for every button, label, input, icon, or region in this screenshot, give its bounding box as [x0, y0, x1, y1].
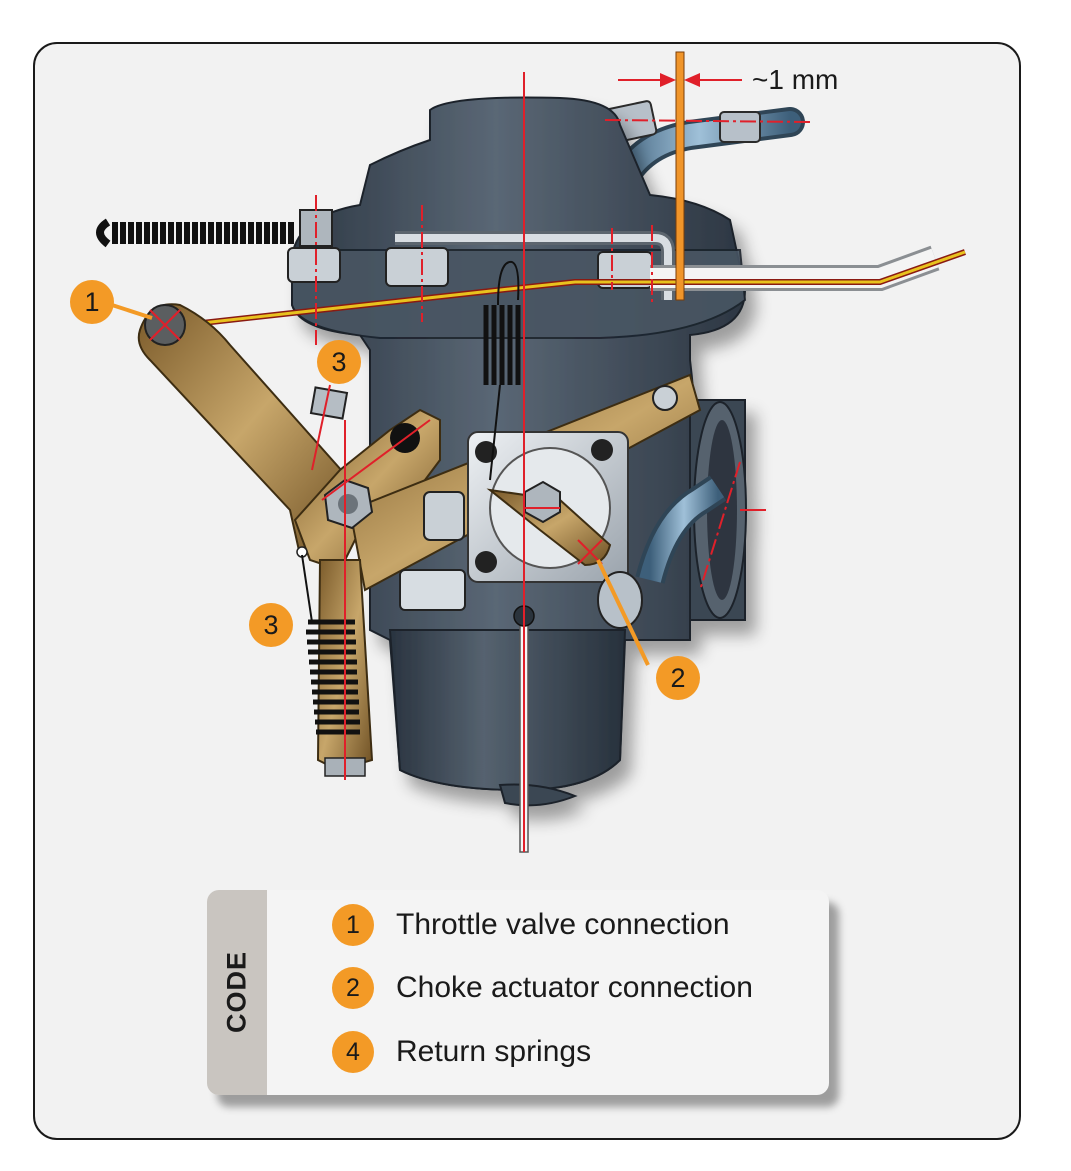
return-spring-lower [301, 554, 360, 735]
callout-1: 1 [70, 280, 114, 324]
legend-item: 2 Choke actuator connection [332, 966, 753, 1010]
legend-box: CODE 1 Throttle valve connection 2 Choke… [207, 890, 829, 1095]
vent-hose [597, 475, 727, 629]
gap-dimension-label: ~1 mm [752, 64, 839, 95]
tension-spring-top [96, 218, 294, 248]
return-spring-center [483, 260, 521, 481]
legend-number-badge: 4 [332, 1031, 374, 1073]
legend-title: CODE [221, 950, 252, 1034]
legend-item-label: Choke actuator connection [396, 971, 753, 1004]
callout-2: 2 [656, 656, 700, 700]
pivot-nut [309, 386, 374, 530]
legend-number-badge: 1 [332, 904, 374, 946]
callout-3-upper: 3 [317, 340, 361, 384]
callout-3-lower: 3 [249, 603, 293, 647]
legend-item: 4 Return springs [332, 1030, 591, 1074]
gap-gauge [618, 51, 742, 301]
legend-item: 1 Throttle valve connection [332, 903, 730, 947]
legend-tab [207, 890, 267, 1095]
control-cable [174, 245, 966, 329]
callout-leaders [111, 303, 650, 666]
centerlines [149, 72, 811, 852]
legend-item-label: Return springs [396, 1035, 592, 1068]
legend-item-label: Throttle valve connection [396, 908, 730, 941]
legend-number-badge: 2 [332, 967, 374, 1009]
